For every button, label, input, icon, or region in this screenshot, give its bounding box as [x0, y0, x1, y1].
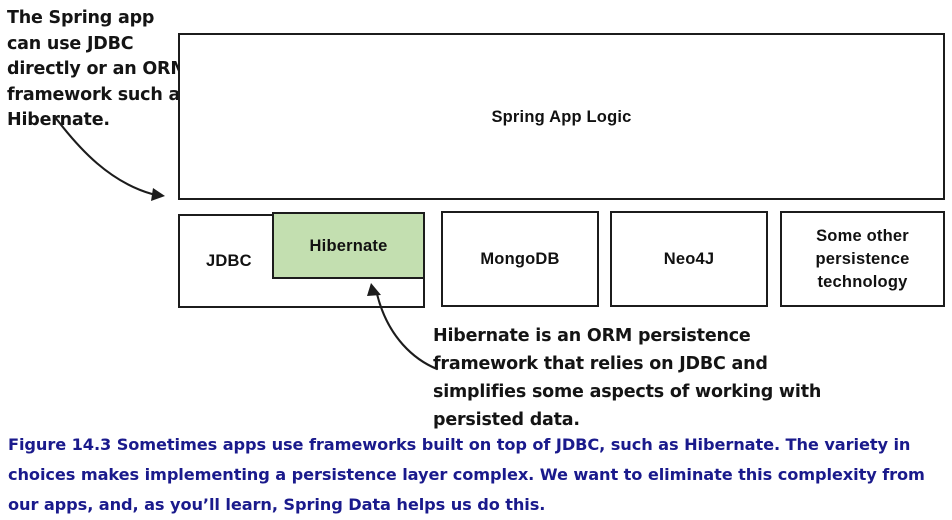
- box-mongodb-label: MongoDB: [480, 250, 560, 268]
- box-mongodb: MongoDB: [441, 211, 599, 307]
- box-hibernate-label: Hibernate: [309, 236, 388, 255]
- arrowhead-to-spring-app-icon: [151, 188, 165, 201]
- box-spring-app-logic-label: Spring App Logic: [491, 107, 632, 126]
- annotation-hibernate-callout: Hibernate is an ORM persistence framewor…: [433, 326, 822, 430]
- box-neo4j: Neo4J: [610, 211, 768, 307]
- box-neo4j-label: Neo4J: [663, 250, 715, 268]
- annotation-spring-app-callout: The Spring app can use JDBC directly or …: [7, 8, 191, 130]
- box-other-persistence-technology: Some other persistence technology: [780, 211, 945, 307]
- box-hibernate: Hibernate: [272, 212, 425, 279]
- box-jdbc-label: JDBC: [206, 252, 252, 270]
- box-spring-app-logic: Spring App Logic: [178, 33, 945, 200]
- box-other-persistence-technology-label: Some other persistence technology: [815, 226, 910, 291]
- figure-caption: Figure 14.3 Sometimes apps use framework…: [8, 435, 925, 514]
